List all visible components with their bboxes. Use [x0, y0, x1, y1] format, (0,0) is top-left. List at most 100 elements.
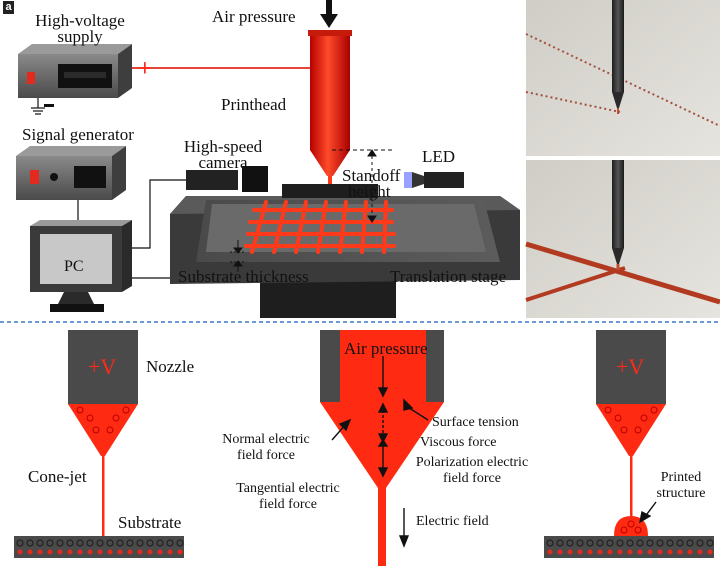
surface-tension-label: Surface tension	[432, 415, 519, 430]
cone-jet-label: Cone-jet	[28, 467, 87, 486]
substrate-particle	[47, 549, 53, 555]
substrate-particle	[627, 549, 633, 555]
printhead-label: Printhead	[221, 95, 287, 114]
printed-structure-arrow	[639, 501, 657, 524]
nozzle-label: Nozzle	[146, 357, 195, 376]
standoff-height-marker	[332, 149, 394, 223]
substrate-particle	[156, 539, 164, 547]
substrate-particle	[136, 539, 144, 547]
substrate-particle	[37, 549, 43, 555]
high-voltage-supply-label-line1: High-voltage	[35, 11, 125, 30]
electric-field-label: Electric field	[416, 514, 489, 529]
substrate-particle	[16, 539, 24, 547]
substrate-particle	[137, 549, 143, 555]
tangential-label-line2: field force	[259, 497, 317, 512]
substrate-particle	[626, 539, 634, 547]
substrate-particle	[656, 539, 664, 547]
substrate-particle	[697, 549, 703, 555]
substrate-particle	[666, 539, 674, 547]
substrate-particle	[87, 549, 93, 555]
translation-stage-label: Translation stage	[390, 267, 507, 286]
substrate-particle	[696, 539, 704, 547]
substrate-particles	[16, 539, 714, 555]
substrate-particle	[166, 539, 174, 547]
plus-sign: +	[138, 56, 152, 82]
printed-structure-label-line1: Printed	[660, 470, 702, 485]
substrate-particle	[667, 549, 673, 555]
substrate-particle	[637, 549, 643, 555]
air-pressure-arrow	[320, 0, 338, 28]
substrate-particle	[97, 549, 103, 555]
signal-generator	[16, 146, 126, 200]
high-voltage-supply-label-line2: supply	[57, 27, 103, 46]
substrate-particle	[547, 549, 553, 555]
substrate-particle	[96, 539, 104, 547]
pc-label: PC	[64, 258, 84, 275]
led-label: LED	[422, 147, 456, 166]
substrate-particle	[576, 539, 584, 547]
substrate-particle	[66, 539, 74, 547]
substrate-particle	[147, 549, 153, 555]
substrate-particle	[616, 539, 624, 547]
substrate-particle	[646, 539, 654, 547]
substrate-thickness-marker	[230, 240, 246, 272]
substrate-particle	[76, 539, 84, 547]
printed-structure-label-line2: structure	[656, 486, 706, 501]
ground-symbol	[31, 98, 54, 115]
substrate-particle	[596, 539, 604, 547]
substrate-particle	[117, 549, 123, 555]
viscous-force-label: Viscous force	[420, 435, 497, 450]
high-voltage-supply	[18, 44, 132, 98]
substrate-particle	[687, 549, 693, 555]
substrate-particle	[677, 549, 683, 555]
substrate-particle	[556, 539, 564, 547]
substrate-particle	[706, 539, 714, 547]
substrate-particle	[127, 549, 133, 555]
substrate-particle	[557, 549, 563, 555]
center-air-pressure-label: Air pressure	[344, 339, 428, 358]
substrate-particle	[106, 539, 114, 547]
substrate-particle	[56, 539, 64, 547]
substrate-particle	[586, 539, 594, 547]
substrate-particle	[116, 539, 124, 547]
substrate-thickness-label: Substrate thickness	[178, 267, 309, 286]
substrate-particle	[636, 539, 644, 547]
substrate-particle	[46, 539, 54, 547]
left-nozzle	[68, 330, 138, 536]
substrate-particle	[146, 539, 154, 547]
substrate-particle	[27, 549, 33, 555]
substrate-particle	[617, 549, 623, 555]
printed-grid	[244, 200, 396, 254]
substrate-particle	[686, 539, 694, 547]
substrate-particle	[26, 539, 34, 547]
substrate-particle	[177, 549, 183, 555]
camera-label-line1: High-speed	[183, 137, 263, 156]
signal-generator-label: Signal generator	[22, 125, 134, 144]
substrate-particle	[597, 549, 603, 555]
substrate-particle	[607, 549, 613, 555]
substrate-particle	[606, 539, 614, 547]
substrate-particle	[86, 539, 94, 547]
substrate-particle	[17, 549, 23, 555]
substrate-particle	[657, 549, 663, 555]
substrate-particle	[176, 539, 184, 547]
polarization-label-line2: field force	[443, 471, 501, 486]
substrate-particle	[107, 549, 113, 555]
tangential-label-line1: Tangential electric	[236, 481, 340, 496]
photo-panel-top	[525, 0, 720, 156]
substrate-particle	[566, 539, 574, 547]
substrate-particle	[676, 539, 684, 547]
right-voltage-label: +V	[616, 354, 645, 379]
substrate-label: Substrate	[118, 513, 182, 532]
normal-force-label-line1: Normal electric	[222, 432, 310, 447]
substrate-particle	[577, 549, 583, 555]
substrate-particle	[126, 539, 134, 547]
substrate-particle	[67, 549, 73, 555]
substrate-particle	[167, 549, 173, 555]
standoff-label-line1: Standoff	[342, 166, 401, 185]
left-voltage-label: +V	[88, 354, 117, 379]
substrate-particle	[647, 549, 653, 555]
panel-label: a	[3, 1, 14, 14]
